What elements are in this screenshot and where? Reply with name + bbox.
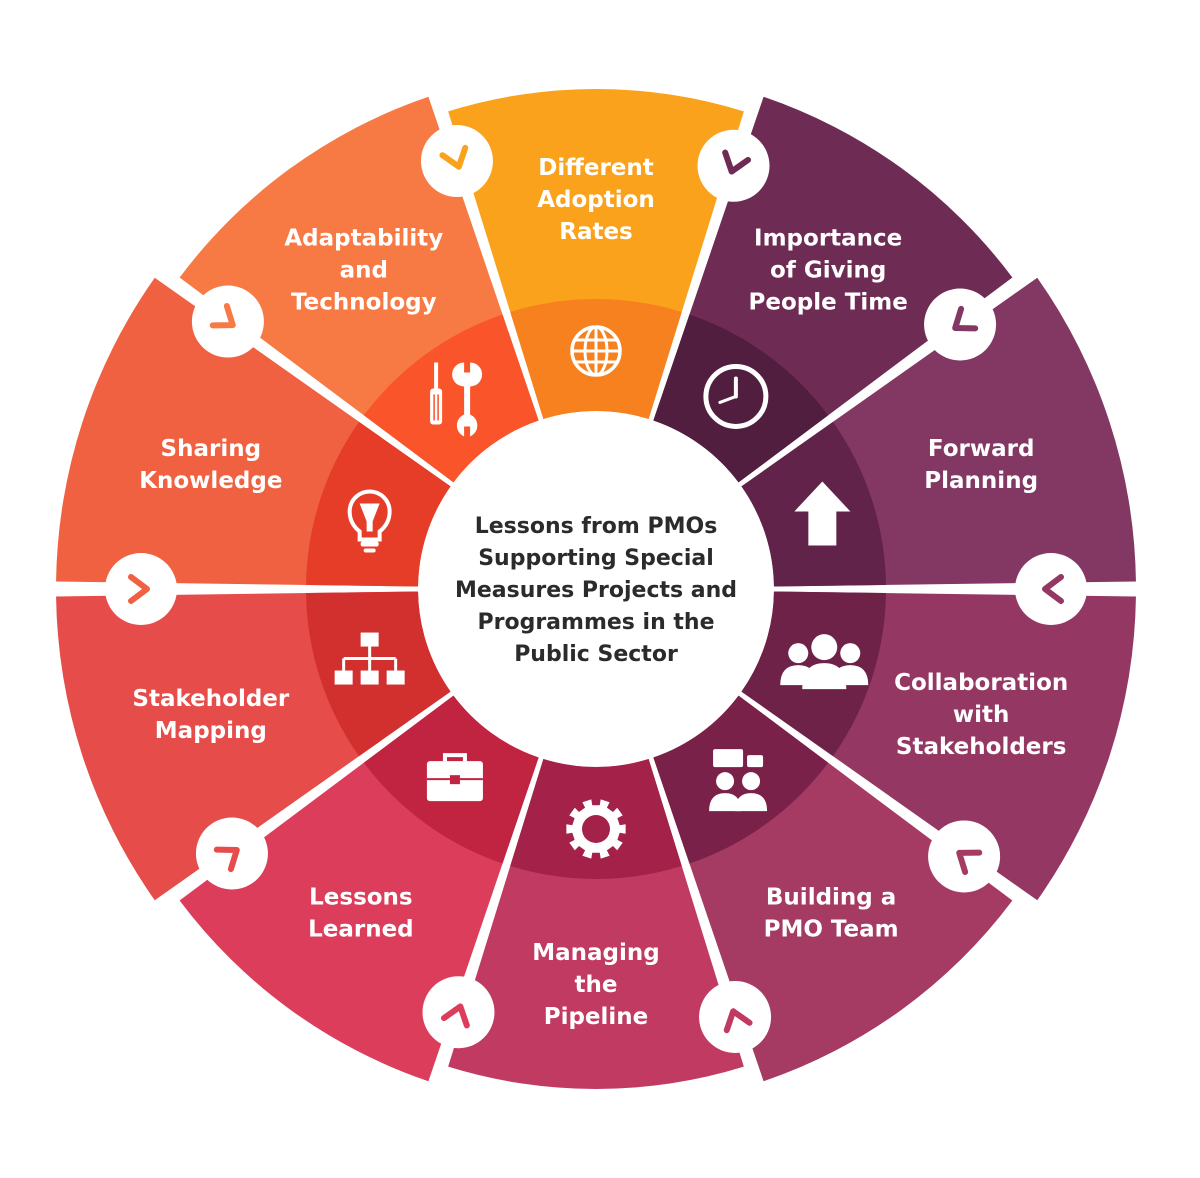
center-title-line: Supporting Special [478, 546, 714, 571]
chevron-icon [722, 149, 752, 175]
label-line: Forward [928, 436, 1035, 462]
chevron-icon [952, 305, 979, 332]
label-line: Building a [766, 885, 896, 911]
chevron-icon [956, 849, 983, 876]
label-line: Different [538, 155, 654, 181]
center-title-line: Measures Projects and [455, 578, 737, 603]
label-line: Stakeholders [896, 734, 1067, 760]
label-line: PMO Team [764, 917, 899, 943]
chevron-icon [440, 1003, 470, 1029]
label-line: and [340, 257, 388, 283]
label-line: Knowledge [139, 468, 282, 494]
chevron-connector-icon [699, 980, 772, 1053]
chevron-connector-icon [195, 817, 268, 890]
segment-inner-importance-of-giving-people-time [653, 314, 829, 483]
group-icon [780, 634, 869, 690]
label-line: Sharing [161, 436, 262, 462]
up-arrow-icon [794, 481, 851, 546]
label-line: Adaptability [284, 225, 443, 251]
team-chat-icon [709, 749, 768, 812]
label-line: Pipeline [544, 1004, 649, 1030]
label-line: Managing [532, 940, 660, 966]
label-line: Stakeholder [132, 686, 289, 712]
chevron-connector-icon [422, 976, 495, 1049]
icons-layer [334, 325, 869, 859]
label-line: Technology [291, 289, 437, 315]
label-line: Planning [924, 468, 1038, 494]
chevron-icon [213, 846, 240, 873]
chevron-connector-icon [924, 288, 997, 361]
gear-icon [566, 799, 626, 859]
chevron-connector-icon [105, 553, 177, 625]
chevron-connector-icon [420, 125, 493, 198]
label-line: the [575, 972, 618, 998]
clock-icon [703, 363, 769, 429]
center-title-line: Programmes in the [477, 610, 714, 635]
label-building-a-pmo-team: Building a PMO Team [764, 885, 899, 943]
label-line: Importance [754, 225, 902, 251]
label-line: Collaboration [894, 670, 1068, 696]
org-chart-icon [334, 632, 405, 685]
center-title-line: Public Sector [514, 642, 678, 667]
tools-icon [430, 362, 483, 437]
label-line: People Time [748, 289, 907, 315]
segment-inner-building-a-pmo-team [653, 695, 829, 864]
lightbulb-icon [347, 489, 392, 553]
chevron-connector-icon [191, 285, 264, 358]
label-line: Adoption [537, 187, 655, 213]
label-line: Lessons [309, 885, 413, 911]
chevron-connector-icon [697, 129, 770, 202]
center-title-line: Lessons from PMOs [475, 514, 718, 539]
label-line: Mapping [155, 718, 267, 744]
briefcase-icon [426, 753, 483, 802]
chevron-icon [723, 1008, 753, 1034]
center-circle [426, 419, 766, 759]
segment-inner-adaptability-and-technology [363, 314, 539, 483]
label-line: with [953, 702, 1010, 728]
label-line: of Giving [770, 257, 886, 283]
label-line: Learned [308, 917, 414, 943]
chevron-connector-icon [1015, 553, 1087, 625]
chevron-icon [1042, 574, 1064, 604]
chevron-icon [439, 144, 469, 170]
label-line: Rates [559, 219, 633, 245]
connectors-layer [105, 125, 1087, 1053]
chevron-icon [209, 302, 236, 329]
globe-icon [570, 325, 622, 377]
chevron-icon [128, 574, 150, 604]
chevron-connector-icon [928, 820, 1001, 893]
